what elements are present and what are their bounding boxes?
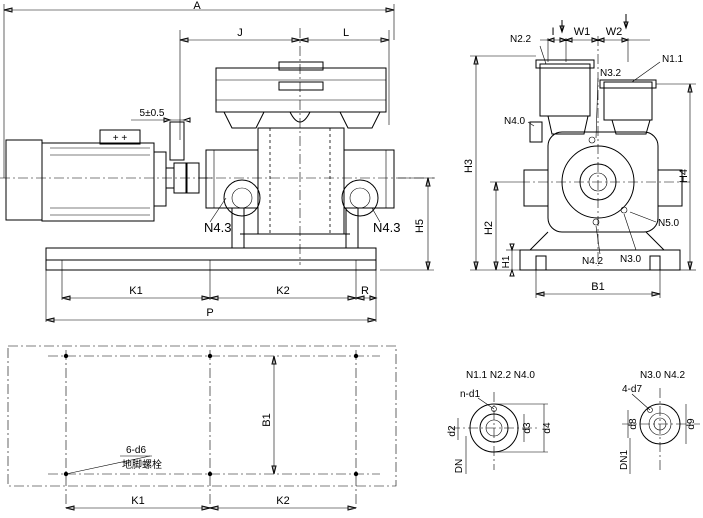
dim-h1: H1 — [501, 255, 512, 268]
flange-left-d4: d4 — [542, 422, 553, 434]
dim-k2-plan: K2 — [276, 495, 289, 507]
flange-right-holes: 4-d7 — [622, 384, 642, 395]
dim-k1: K1 — [129, 285, 142, 297]
base-frame — [45, 259, 377, 271]
flange-right-d8: d8 — [628, 418, 639, 430]
dim-h5: H5 — [414, 219, 426, 233]
nozzle-left-flange — [223, 179, 261, 217]
flange-left-title: N1.1 N2.2 N4.0 — [466, 370, 535, 381]
side-view: I W1 W2 N2.2 N1.1 N3.2 — [463, 14, 696, 298]
label-n40: N4.0 — [504, 116, 526, 127]
dim-h2: H2 — [483, 221, 495, 235]
dim-j: J — [237, 27, 243, 39]
pump-manifold — [215, 67, 387, 113]
plan-view: B1 6-d6 地脚螺栓 K1 K2 — [7, 345, 397, 511]
dim-h4: H4 — [678, 169, 690, 183]
label-n30: N3.0 — [620, 254, 642, 265]
nozzle-left-label: N4.3 — [204, 220, 231, 235]
terminal-box — [99, 129, 141, 145]
dim-k1-plan: K1 — [131, 495, 144, 507]
dim-l: L — [343, 27, 349, 39]
dim-p: P — [206, 307, 213, 319]
label-n42: N4.2 — [582, 256, 604, 267]
nozzle-right-flange — [341, 179, 379, 217]
flange-detail-left: N1.1 N2.2 N4.0 n-d1 d2 d3 d4 DN — [447, 370, 553, 474]
motor-fan-cover — [5, 139, 43, 221]
flange-right-dn: DN1 — [619, 450, 630, 470]
flange-left-d2: d2 — [447, 425, 458, 437]
flange-right-d9: d9 — [686, 418, 697, 430]
bolt-note: 地脚螺栓 — [122, 458, 162, 471]
flange-left-dn: DN — [454, 459, 465, 473]
nozzle-right-label: N4.3 — [373, 220, 400, 235]
dim-w2: W2 — [606, 26, 623, 38]
plan-outline — [7, 345, 397, 487]
bolt-label: 6-d6 — [126, 445, 146, 456]
label-n50: N5.0 — [658, 218, 680, 229]
dim-b1-side: B1 — [591, 281, 604, 293]
label-n22: N2.2 — [510, 34, 532, 45]
pipe-n11 — [603, 81, 653, 121]
label-n32: N3.2 — [600, 68, 622, 79]
base-top — [45, 247, 377, 261]
dim-r: R — [361, 285, 369, 297]
coupling — [173, 162, 187, 194]
dim-a: A — [193, 0, 201, 12]
flange-left-holes: n-d1 — [460, 389, 480, 400]
dim-gap: 5±0.5 — [140, 108, 165, 119]
pump-casing — [257, 127, 345, 235]
flange-left-d3: d3 — [522, 422, 533, 434]
flange-right-title: N3.0 N4.2 — [640, 370, 685, 381]
label-n11: N1.1 — [662, 54, 684, 65]
dim-b1-plan: B1 — [261, 413, 273, 426]
motor-badge: + + — [113, 133, 128, 144]
dim-h3: H3 — [463, 159, 475, 173]
dim-i: I — [551, 26, 554, 38]
pipe-n22 — [539, 63, 591, 117]
dim-w1: W1 — [574, 26, 591, 38]
front-view: A J L + + 5±0.5 — [0, 0, 435, 323]
side-base — [519, 249, 681, 271]
flange-detail-right: N3.0 N4.2 4-d7 d8 d9 DN1 — [619, 370, 700, 474]
dim-k2: K2 — [276, 285, 289, 297]
